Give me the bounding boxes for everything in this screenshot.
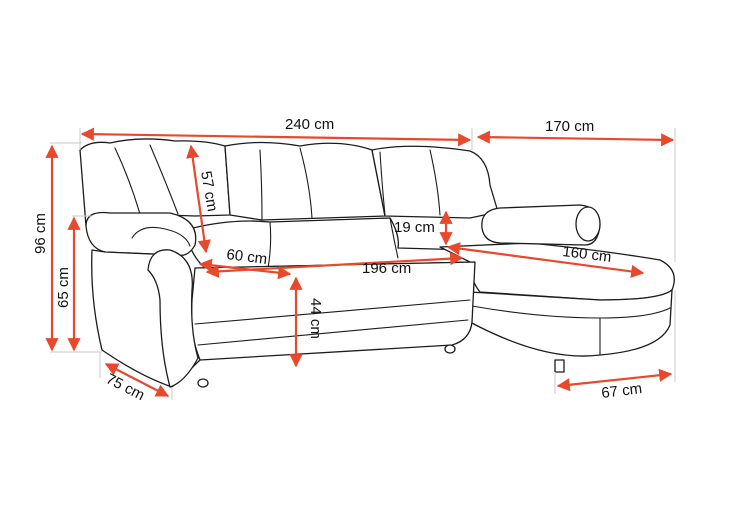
dim-arrow-75 [104, 363, 170, 397]
dimension-arrows [45, 127, 675, 397]
label-back-height: 57 cm [197, 170, 221, 213]
label-chaise-seat-length: 160 cm [562, 243, 613, 266]
label-total-width: 240 cm [285, 116, 334, 133]
right-back-cushion [371, 145, 499, 219]
foot [444, 344, 456, 354]
sofa-front-base [191, 261, 476, 361]
chaise-armrest-end [575, 206, 601, 242]
dim-arrow-57 [186, 144, 211, 254]
dim-arrow-196 [205, 252, 464, 278]
dim-arrow-240 [80, 127, 472, 147]
label-depth: 75 cm [103, 370, 147, 404]
middle-back-cushion [224, 141, 386, 221]
label-seat-depth: 60 cm [226, 246, 269, 268]
chaise-base [469, 289, 673, 357]
left-armrest-scroll [147, 249, 199, 388]
label-chaise-length: 170 cm [545, 118, 594, 135]
dim-arrow-170 [476, 130, 675, 147]
label-armrest-height: 65 cm [55, 267, 72, 308]
label-cushion-height: 19 cm [394, 219, 435, 236]
foot [197, 378, 209, 388]
dim-arrow-67 [556, 368, 673, 392]
label-total-height: 96 cm [32, 213, 49, 254]
extension-lines [50, 128, 676, 400]
label-seat-height: 44 cm [307, 298, 324, 339]
label-chaise-width: 67 cm [600, 380, 643, 402]
label-seat-width: 196 cm [362, 260, 411, 277]
dim-arrow-160 [446, 242, 645, 278]
foot [554, 359, 565, 373]
